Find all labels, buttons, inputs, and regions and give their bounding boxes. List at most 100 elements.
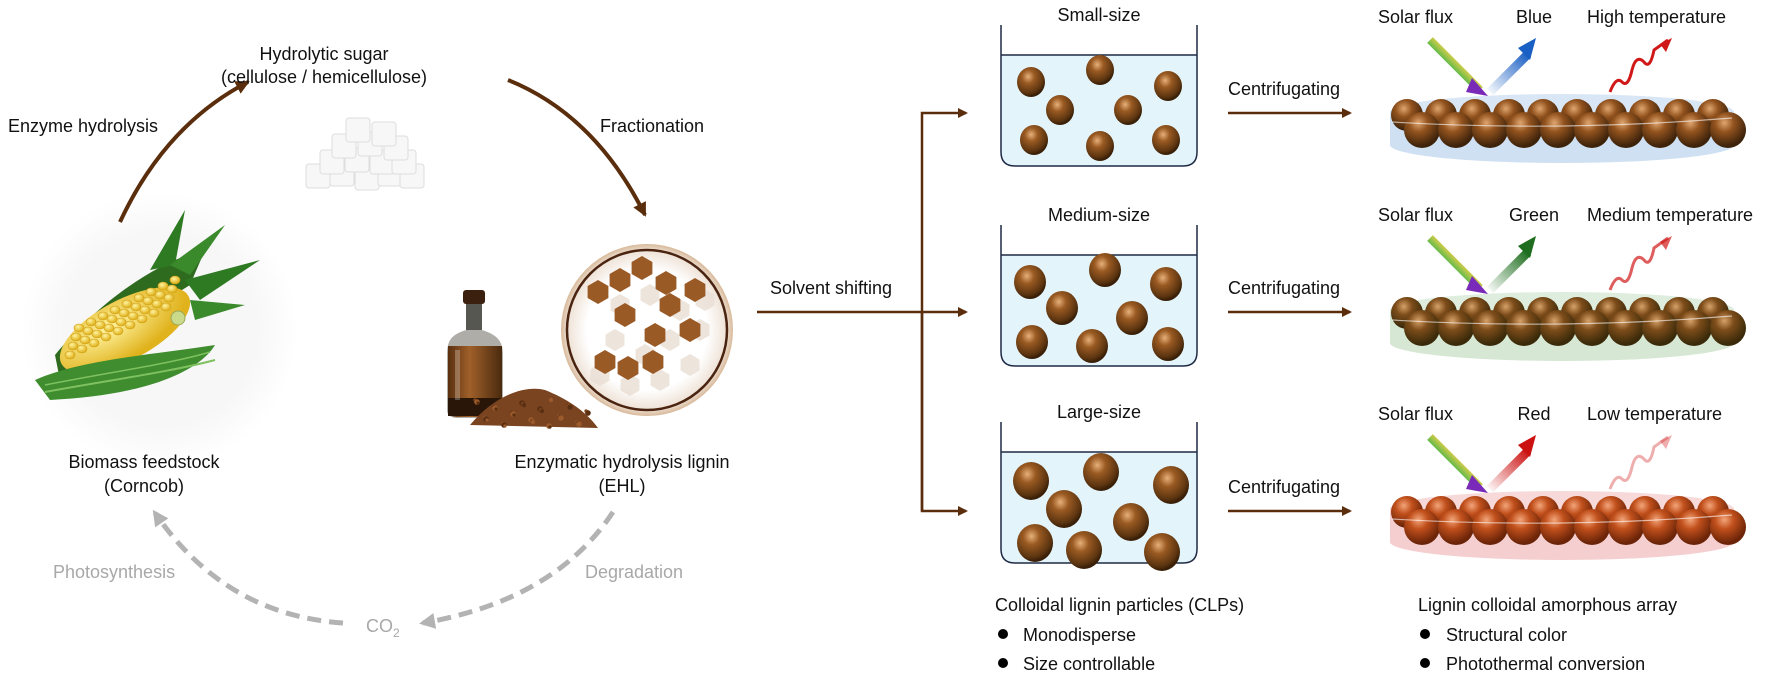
lignin-particle <box>1154 71 1182 101</box>
photosynthesis-arrow <box>152 509 344 626</box>
reflected-light-arrowhead <box>1518 435 1536 457</box>
corn-kernel <box>145 287 157 297</box>
array-particle <box>1608 310 1644 346</box>
beaker-solution <box>1001 255 1197 366</box>
lignin-particle <box>1046 291 1078 325</box>
array-particle <box>1608 509 1644 545</box>
biomass-cycle: Hydrolytic sugar (cellulose / hemicellul… <box>8 44 733 640</box>
corncob-illustration <box>22 192 298 468</box>
corn-kernel <box>79 335 91 345</box>
corn-kernel <box>136 314 148 324</box>
sugar-cubes-illustration <box>305 117 425 191</box>
co2-label: CO2 <box>366 616 400 640</box>
corn-kernel <box>64 350 76 360</box>
lignin-particle <box>1017 524 1053 562</box>
lignin-particle <box>1153 466 1189 504</box>
array-particle <box>1404 509 1440 545</box>
enzyme-hydrolysis-label: Enzyme hydrolysis <box>8 116 158 136</box>
solar-flux-arrowhead <box>1466 78 1488 96</box>
corn-kernel <box>127 311 139 321</box>
array-particle <box>1404 310 1440 346</box>
powder-crumb <box>494 407 498 411</box>
lcaa-bullet: Structural color <box>1446 625 1567 645</box>
lignin-powder <box>473 397 591 429</box>
beaker-outline <box>1000 225 1198 367</box>
corn-kernel <box>166 284 178 294</box>
dish-rim-highlight <box>1391 514 1733 524</box>
degradation-label: Degradation <box>585 562 683 582</box>
biomass-subtitle: (Corncob) <box>104 476 184 496</box>
corn-kernel <box>154 290 166 300</box>
array-particle <box>1676 509 1712 545</box>
lignin-hexagon <box>609 268 631 292</box>
array-particle <box>1438 509 1474 545</box>
powder-crumb <box>576 421 582 427</box>
photosynthesis-label: Photosynthesis <box>53 562 175 582</box>
clps-title: Colloidal lignin particles (CLPs) <box>995 595 1244 615</box>
temperature-label: High temperature <box>1587 7 1726 27</box>
corn-kernel <box>106 314 118 324</box>
beaker-outline <box>1000 25 1198 167</box>
corn-kernel <box>103 323 115 333</box>
lignin-particle <box>1013 462 1049 500</box>
dish-rim-highlight <box>1391 117 1733 127</box>
array-particle <box>1506 509 1542 545</box>
array-particle <box>1710 509 1746 545</box>
sugar-subtitle: (cellulose / hemicellulose) <box>221 67 427 87</box>
solar-flux-arrowhead <box>1466 475 1488 493</box>
lignin-particle <box>1152 327 1184 361</box>
lignin-particle <box>1046 490 1082 528</box>
corn-kernel <box>88 338 100 348</box>
array-particle <box>1540 310 1576 346</box>
lignin-hexagon <box>680 354 700 376</box>
array-particle <box>1710 112 1746 148</box>
corn-kernel <box>76 344 88 354</box>
heat-wave-arrowhead <box>1660 236 1672 250</box>
powder-crumb <box>512 413 516 417</box>
beaker-outline <box>1000 422 1198 564</box>
lignin-structure-illustration <box>561 244 733 416</box>
corn-kernel <box>142 296 154 306</box>
solvent-shifting-branch: Solvent shifting <box>757 108 968 516</box>
corn-kernel <box>70 332 82 342</box>
array-particle <box>1676 310 1712 346</box>
reflected-color-label: Green <box>1509 205 1559 225</box>
temperature-label: Medium temperature <box>1587 205 1753 225</box>
array-particle <box>1404 112 1440 148</box>
lcaa-caption: Lignin colloidal amorphous array Structu… <box>1418 595 1677 674</box>
ehl-subtitle: (EHL) <box>598 476 645 496</box>
corn-kernel <box>115 317 127 327</box>
corn-kernel <box>157 281 169 291</box>
corn-kernel <box>133 293 145 303</box>
centrifugating-label: Centrifugating <box>1228 477 1340 497</box>
array-particle <box>1642 112 1678 148</box>
lignin-particle <box>1116 301 1148 335</box>
lignin-particle <box>1086 131 1114 161</box>
powder-crumb <box>548 425 552 429</box>
lignin-particle <box>1066 531 1102 569</box>
array-particle <box>1540 509 1576 545</box>
reflected-light-arrow <box>1486 50 1532 96</box>
lignin-bottle-illustration <box>447 290 598 429</box>
particle-rows: Small-sizeCentrifugatingMedium-sizeCentr… <box>1000 5 1753 571</box>
bullet-dot <box>998 658 1008 668</box>
degradation-arrow <box>419 510 616 629</box>
sugar-cube <box>345 117 371 143</box>
powder-crumb <box>530 419 536 425</box>
lignin-particle <box>1076 329 1108 363</box>
lignin-hexagon <box>684 278 706 302</box>
corn-kernel <box>85 317 97 327</box>
heat-wave-arrowhead <box>1660 435 1672 449</box>
clps-bullet: Monodisperse <box>1023 625 1136 645</box>
array-particle <box>1710 310 1746 346</box>
clps-caption: Colloidal lignin particles (CLPs) Monodi… <box>995 595 1244 674</box>
centrifugating-label: Centrifugating <box>1228 79 1340 99</box>
lignin-particle <box>1113 503 1149 541</box>
array-particle <box>1676 112 1712 148</box>
beaker-size-label: Medium-size <box>1048 205 1150 225</box>
reflected-light-arrowhead <box>1518 38 1536 60</box>
